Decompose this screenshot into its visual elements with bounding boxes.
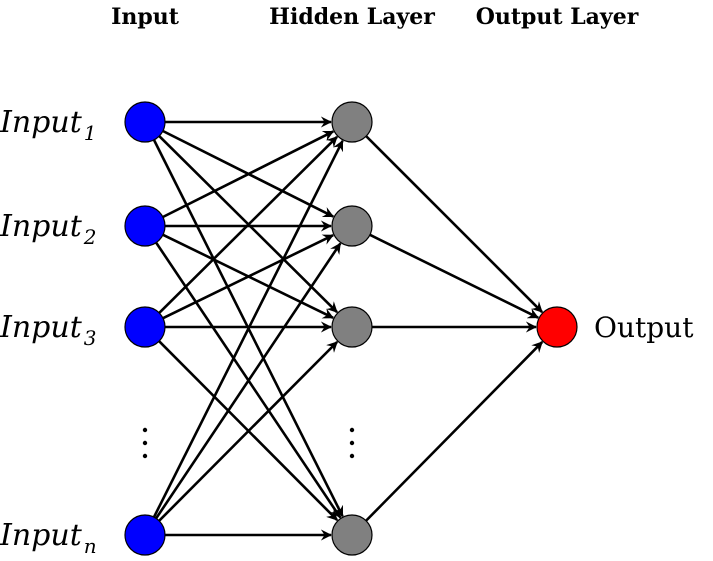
edge-input-4-to-hidden-3 bbox=[158, 340, 339, 522]
hidden-ellipsis bbox=[349, 427, 355, 459]
output-node bbox=[536, 306, 578, 348]
input-node-n bbox=[124, 514, 166, 556]
header-hidden-layer: Hidden Layer bbox=[269, 4, 435, 30]
edge-input-4-to-hidden-1 bbox=[152, 139, 344, 518]
output-layer-nodes bbox=[536, 306, 578, 348]
output-label: Output bbox=[594, 311, 694, 344]
edge-hidden-2-to-output bbox=[369, 233, 539, 319]
edge-hidden-4-to-output bbox=[365, 341, 544, 522]
edge-input-3-to-hidden-1 bbox=[158, 135, 338, 314]
edge-input-4-to-hidden-2 bbox=[155, 242, 342, 520]
input-layer-nodes bbox=[124, 101, 166, 556]
input-node-3 bbox=[124, 306, 166, 348]
edge-input-2-to-hidden-1 bbox=[162, 130, 335, 219]
hidden-layer-nodes bbox=[331, 101, 373, 556]
header-output-layer: Output Layer bbox=[476, 4, 639, 30]
header-input: Input bbox=[111, 4, 180, 30]
input-ellipsis bbox=[142, 427, 148, 459]
hidden-node-2 bbox=[331, 205, 373, 247]
input-node-1 bbox=[124, 101, 166, 143]
connection-edges bbox=[152, 116, 544, 541]
hidden-node-n bbox=[331, 514, 373, 556]
edge-input-3-to-hidden-2 bbox=[162, 234, 334, 320]
hidden-node-1 bbox=[331, 101, 373, 143]
input-node-2 bbox=[124, 205, 166, 247]
hidden-node-3 bbox=[331, 306, 373, 348]
edge-hidden-1-to-output bbox=[365, 135, 544, 314]
